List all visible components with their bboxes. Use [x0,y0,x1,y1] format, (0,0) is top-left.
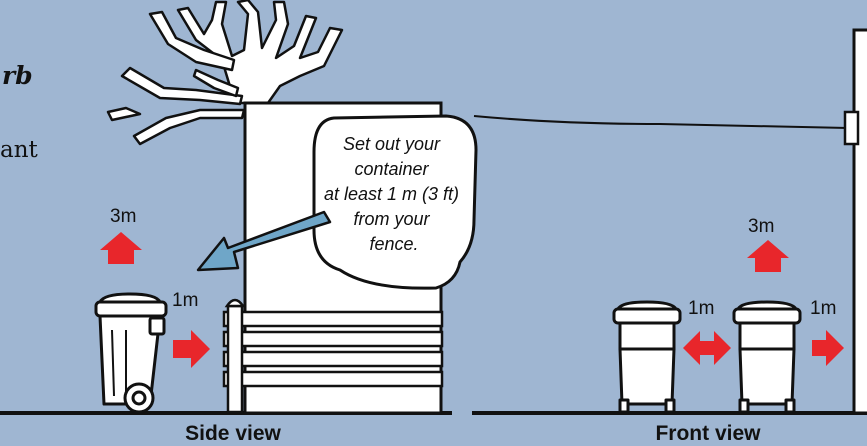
left-text-line1: rb [2,61,33,90]
front-top-clearance-label: 3m [748,216,774,237]
side-top-clearance-label: 3m [110,206,136,227]
front-trash-container-1 [614,302,680,412]
front-right-arrow [812,330,844,366]
wall-mount [845,112,858,144]
side-side-clearance-label: 1m [172,290,198,311]
front-side-clearance-label: 1m [810,298,836,319]
callout-line-1: Set out your [343,134,441,154]
side-view-caption: Side view [185,422,281,445]
left-text-line2: ant [0,137,39,163]
side-up-arrow [100,232,142,264]
callout-line-2: container [354,159,429,179]
front-double-arrow [683,331,731,365]
front-between-clearance-label: 1m [688,298,714,319]
front-view-caption: Front view [655,422,761,445]
callout-line-5: fence. [369,234,418,254]
utility-wire [474,116,848,128]
front-up-arrow [747,240,789,272]
front-trash-container-2 [734,302,800,412]
front-wall [854,30,867,413]
callout-line-3: at least 1 m (3 ft) [324,184,459,204]
callout-line-4: from your [353,209,430,229]
side-right-arrow [173,330,210,368]
side-trash-container [96,294,166,412]
